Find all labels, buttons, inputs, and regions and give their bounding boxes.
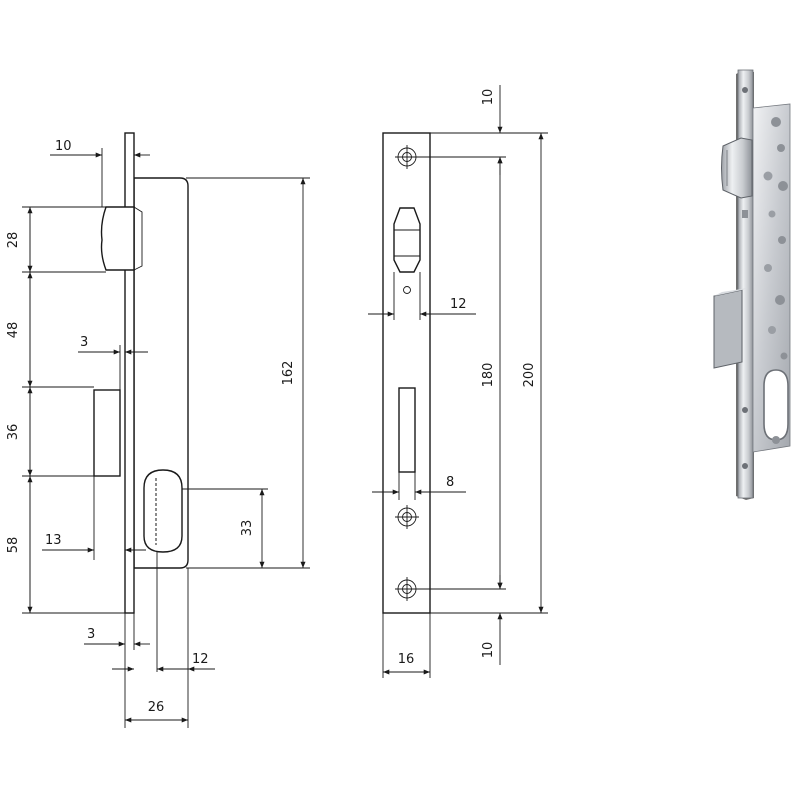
photo-faceplate: [737, 69, 754, 499]
dim-label-36: 36: [6, 424, 21, 441]
dim-label-16: 16: [398, 652, 415, 667]
dim-label-162: 162: [281, 361, 296, 386]
dim-label-3-bolt: 3: [80, 335, 88, 350]
cylinder-hole: [143, 469, 183, 553]
side-view: 10 28 48 3 36 13 58 3 12 26 162 33: [6, 132, 310, 728]
dim-label-10-bottom: 10: [481, 642, 496, 659]
dim-label-8: 8: [446, 475, 454, 490]
dim-label-12: 12: [192, 652, 209, 667]
dim-label-13: 13: [45, 533, 62, 548]
dim-label-200: 200: [522, 363, 537, 388]
photo-latch: [721, 137, 753, 199]
dim-label-48: 48: [6, 322, 21, 339]
front-faceplate: [382, 132, 431, 614]
dim-label-180: 180: [481, 363, 496, 388]
photo-screw-top: [742, 87, 748, 93]
dim-label-10-top: 10: [481, 89, 496, 106]
photo-cylinder-slot: [763, 369, 789, 441]
dim-label-10: 10: [55, 139, 72, 154]
screw-hole-bottom: [395, 577, 419, 601]
dim-label-26: 26: [148, 700, 165, 715]
screw-hole-middle: [395, 505, 419, 529]
dead-bolt: [93, 389, 121, 477]
photo-screw-mid: [742, 407, 748, 413]
front-view: 10 12 180 200 8 16 10: [368, 85, 548, 678]
photo-screw-bottom: [742, 463, 748, 469]
photo-case-body: [752, 103, 791, 453]
lock-product-photo: [713, 69, 791, 500]
screw-hole-top: [395, 145, 419, 169]
front-latch-window: [393, 207, 421, 273]
dim-label-58: 58: [6, 537, 21, 554]
photo-dead-bolt: [713, 289, 743, 369]
front-bolt-window: [398, 387, 416, 473]
dim-label-3-face: 3: [87, 627, 95, 642]
dim-label-28: 28: [6, 232, 21, 249]
dim-label-33: 33: [240, 520, 255, 537]
latch-bolt: [100, 206, 135, 271]
faceplate-edge: [124, 132, 135, 614]
dim-label-12-front: 12: [450, 297, 467, 312]
lock-case: [133, 177, 189, 569]
